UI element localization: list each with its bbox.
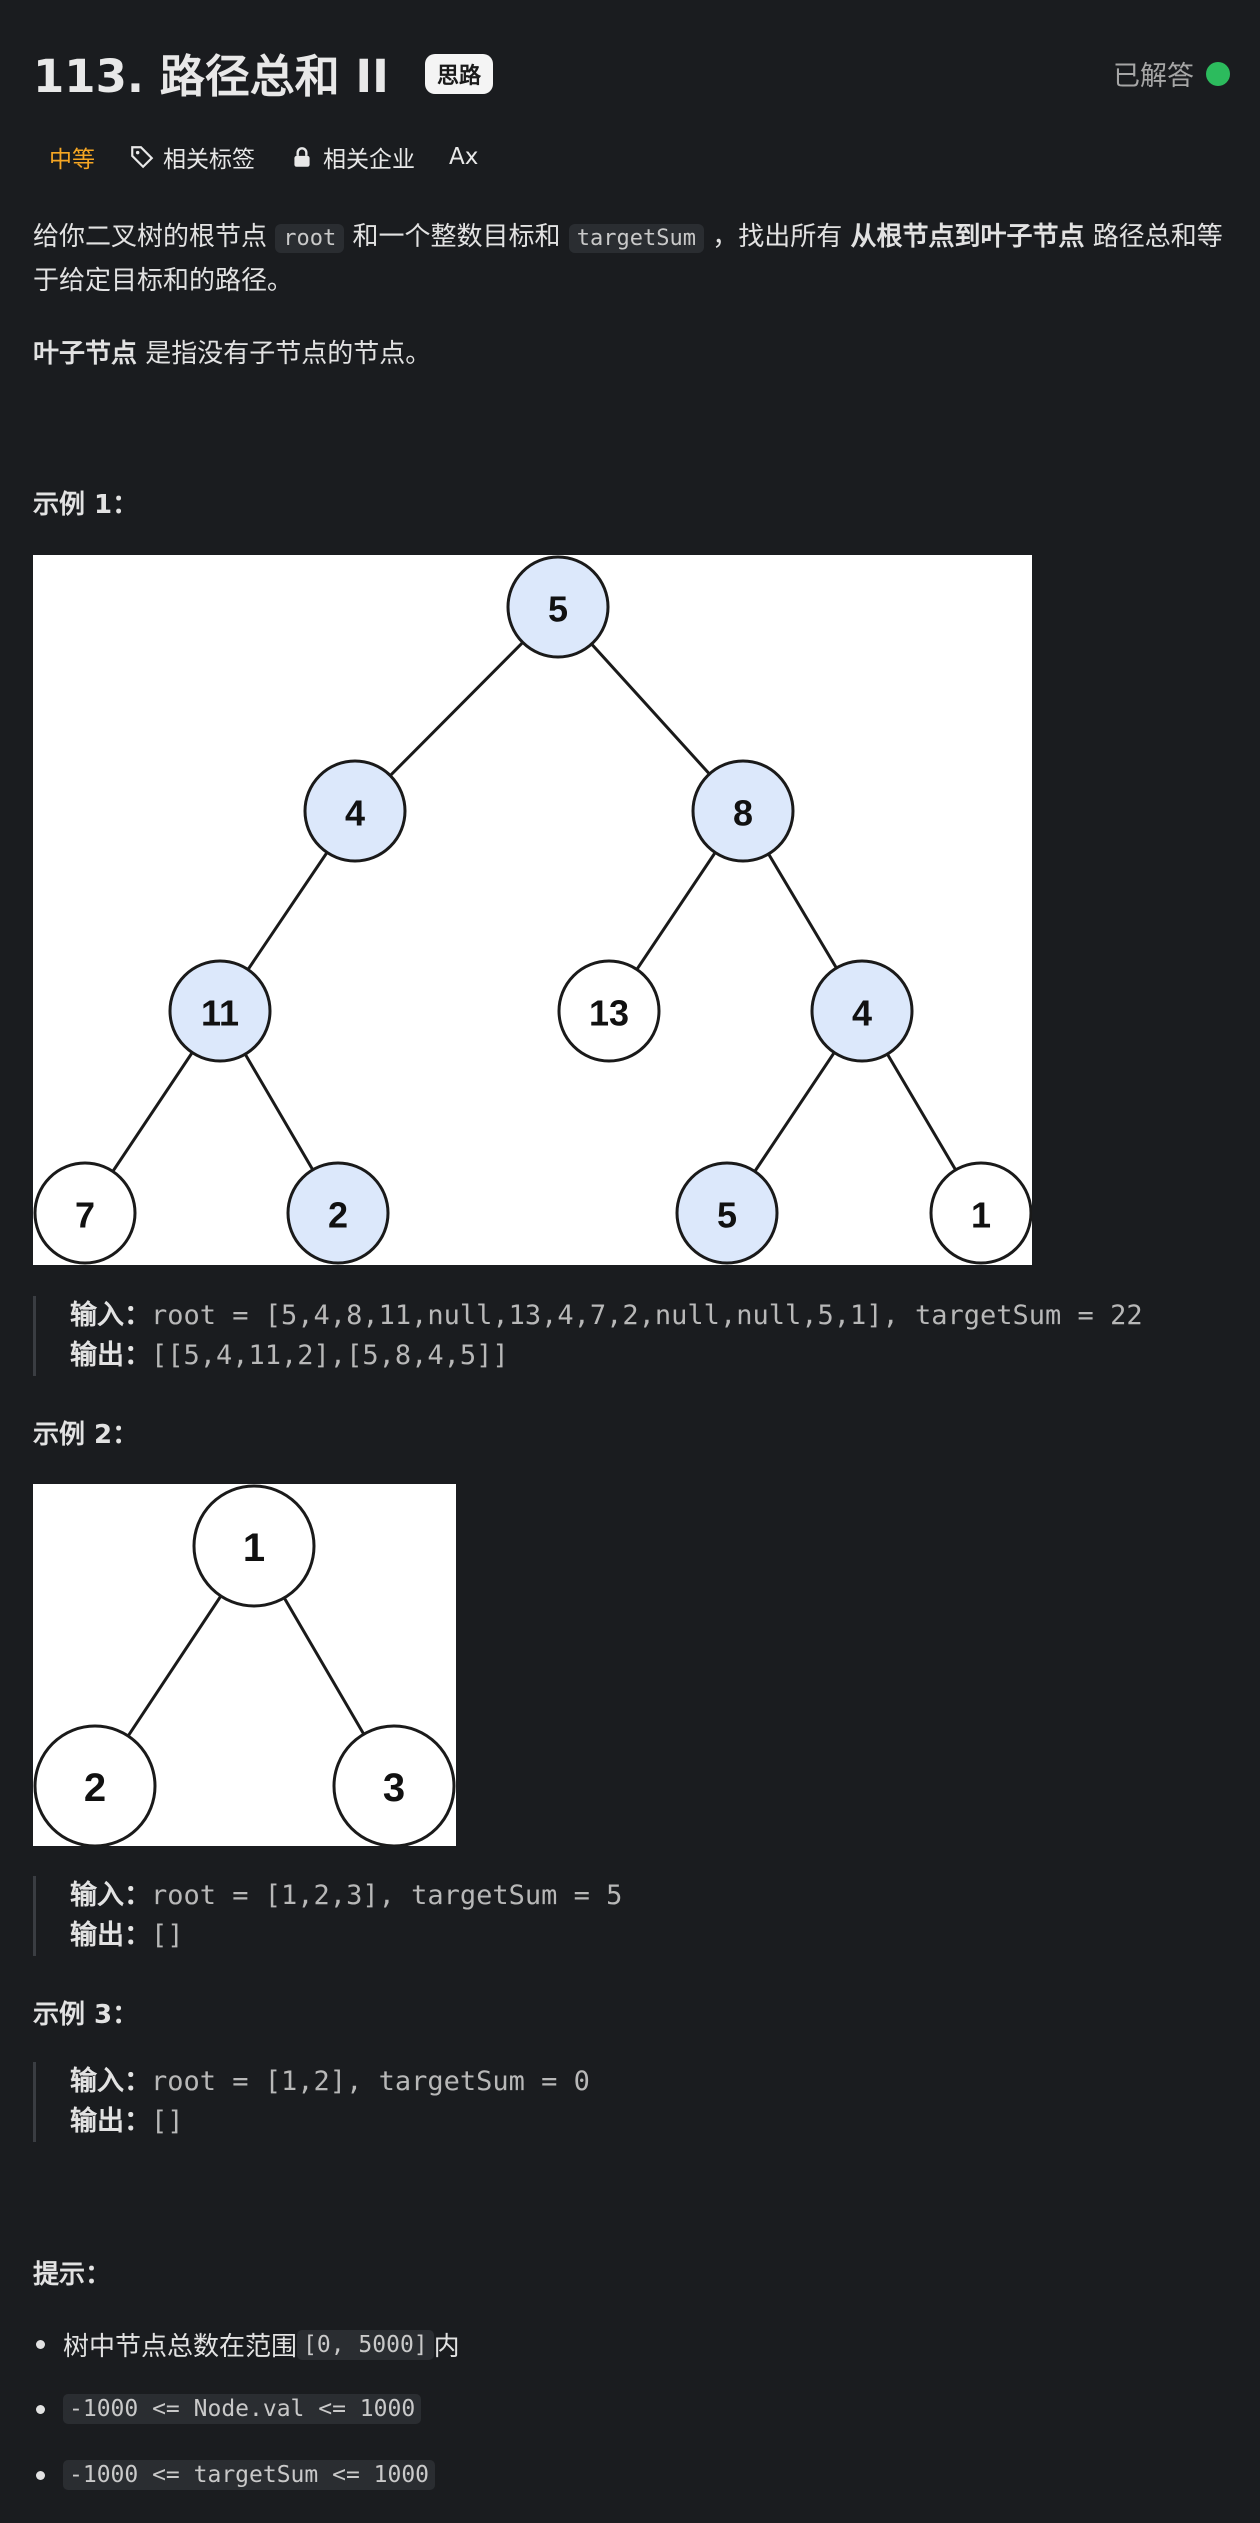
tree-node-label: 2	[328, 1195, 348, 1236]
example-3-io: 输入：root = [1,2], targetSum = 0 输出：[]	[33, 2062, 590, 2142]
tree-node	[303, 759, 407, 863]
translate-button[interactable]: Ax	[449, 144, 478, 170]
example-2-figure: 1 2 3	[33, 1484, 456, 1848]
desc-text: 路径总和等于给定目标和的路径。	[33, 222, 1223, 296]
tree-node	[675, 1161, 779, 1265]
example-1-input: 输入：root = [5,4,8,11,null,13,4,7,2,null,n…	[70, 1296, 1143, 1336]
example-1-io: 输入：root = [5,4,8,11,null,13,4,7,2,null,n…	[33, 1296, 1143, 1376]
code-targetsum: targetSum	[568, 224, 704, 253]
input-value: root = [1,2], targetSum = 0	[151, 2066, 590, 2097]
tree-node-label: 2	[84, 1766, 106, 1810]
hint-badge[interactable]: 思路	[425, 54, 494, 94]
example-1-tree: 5 4 8 11 13 4 7 2 5 1	[33, 555, 1033, 1265]
constraint-text: 内	[433, 2332, 460, 2362]
desc-text: 给你二叉树的根节点	[33, 222, 276, 252]
tree-node	[557, 959, 661, 1063]
bullet-icon	[36, 2404, 45, 2414]
constraint-code: -1000 <= Node.val <= 1000	[63, 2394, 422, 2424]
tree-node-label: 7	[75, 1195, 95, 1236]
example-3-input: 输入：root = [1,2], targetSum = 0	[70, 2062, 590, 2102]
example-3-output: 输出：[]	[70, 2102, 590, 2142]
input-label: 输入：	[70, 1880, 151, 1911]
example-1-heading: 示例 1：	[33, 490, 139, 520]
code-root: root	[275, 224, 345, 253]
desc-bold: 叶子节点	[33, 339, 138, 369]
tree-node-label: 8	[733, 793, 753, 834]
bullet-icon	[36, 2470, 45, 2480]
output-value: [[5,4,11,2],[5,8,4,5]]	[151, 1340, 509, 1371]
constraint-code: [0, 5000]	[297, 2329, 434, 2360]
tree-node	[192, 1484, 316, 1608]
description-paragraph: 给你二叉树的根节点 root 和一个整数目标和 targetSum ，找出所有 …	[33, 216, 1233, 302]
solved-label: 已解答	[1113, 61, 1194, 92]
problem-title: 113. 路径总和 II	[33, 50, 389, 103]
tree-node	[33, 1161, 137, 1265]
desc-bold: 从根节点到叶子节点	[850, 222, 1085, 252]
constraint-item: -1000 <= targetSum <= 1000	[36, 2460, 436, 2490]
tree-node-label: 4	[345, 793, 365, 834]
example-2-input: 输入：root = [1,2,3], targetSum = 5	[70, 1876, 622, 1916]
tree-node-label: 11	[201, 993, 239, 1034]
output-label: 输出：	[70, 1920, 151, 1951]
leaf-definition: 叶子节点 是指没有子节点的节点。	[33, 333, 1233, 375]
tree-node-label: 4	[852, 993, 872, 1034]
desc-text: 和一个整数目标和	[344, 222, 569, 252]
tree-node-label: 5	[548, 589, 568, 630]
tree-node-label: 1	[971, 1195, 991, 1236]
related-tags-label: 相关标签	[163, 147, 255, 173]
output-label: 输出：	[70, 2106, 151, 2137]
translate-icon: Ax	[449, 144, 479, 170]
tree-node	[810, 959, 914, 1063]
constraint-code: -1000 <= targetSum <= 1000	[63, 2460, 436, 2490]
tree-node	[286, 1161, 390, 1265]
difficulty-badge: 中等	[49, 147, 95, 173]
example-1-figure: 5 4 8 11 13 4 7 2 5 1	[33, 555, 1033, 1265]
tree-node	[691, 759, 795, 863]
lock-icon	[294, 147, 310, 167]
example-2-output: 输出：[]	[70, 1916, 622, 1956]
example-1-output: 输出：[[5,4,11,2],[5,8,4,5]]	[70, 1336, 1143, 1376]
related-companies-label: 相关企业	[323, 147, 415, 173]
constraint-text: 树中节点总数在范围	[63, 2332, 298, 2362]
desc-text: ，找出所有	[704, 222, 851, 252]
tree-node	[506, 555, 610, 659]
bullet-icon	[36, 2340, 45, 2349]
input-label: 输入：	[70, 1300, 151, 1331]
example-2-heading: 示例 2：	[33, 1420, 139, 1450]
tree-node	[168, 959, 272, 1063]
tree-node-label: 13	[589, 993, 629, 1034]
tree-node	[929, 1161, 1033, 1265]
constraint-item: -1000 <= Node.val <= 1000	[36, 2394, 422, 2424]
solved-status: 已解答	[1113, 54, 1230, 93]
input-value: root = [5,4,8,11,null,13,4,7,2,null,null…	[151, 1300, 1143, 1331]
input-value: root = [1,2,3], targetSum = 5	[151, 1880, 623, 1911]
solved-check-icon	[1206, 61, 1230, 86]
example-2-tree: 1 2 3	[33, 1484, 456, 1848]
constraints-heading: 提示：	[33, 2260, 112, 2290]
constraint-item: 树中节点总数在范围 [0, 5000] 内	[36, 2326, 460, 2363]
tags-row: 中等 相关标签 相关企业 Ax	[33, 140, 478, 174]
tree-node-label: 1	[243, 1526, 265, 1570]
tree-node-label: 5	[717, 1195, 737, 1236]
input-label: 输入：	[70, 2066, 151, 2097]
example-3-heading: 示例 3：	[33, 2000, 139, 2030]
output-value: []	[151, 1920, 184, 1951]
tag-icon	[131, 146, 154, 169]
output-value: []	[151, 2106, 184, 2137]
related-companies-button[interactable]: 相关企业	[289, 140, 415, 174]
output-label: 输出：	[70, 1340, 151, 1371]
desc-text: 是指没有子节点的节点。	[137, 339, 432, 369]
example-2-io: 输入：root = [1,2,3], targetSum = 5 输出：[]	[33, 1876, 622, 1956]
tree-node-label: 3	[383, 1766, 405, 1810]
title-row: 113. 路径总和 II 思路 已解答	[33, 40, 1230, 104]
related-tags-button[interactable]: 相关标签	[129, 140, 255, 174]
